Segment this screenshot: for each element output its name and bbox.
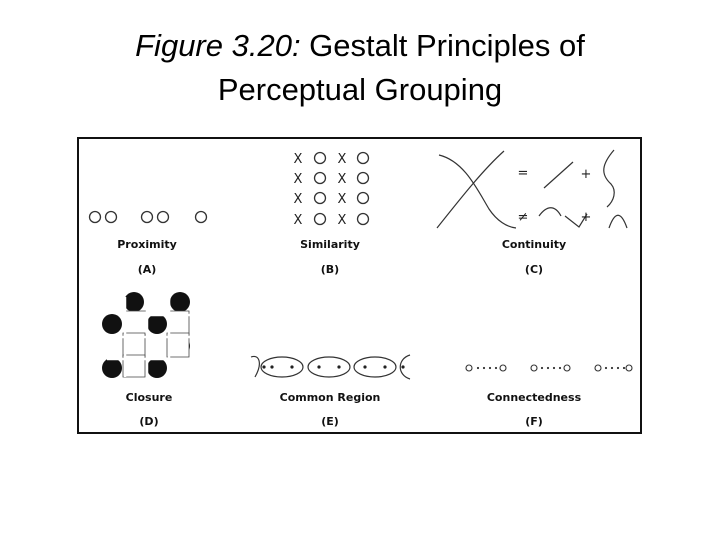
similarity-letter: (B)	[321, 263, 339, 276]
connectedness-illustration	[465, 364, 633, 372]
connectedness-label: Connectedness	[487, 391, 582, 404]
title-line-2: Perceptual Grouping	[217, 72, 503, 107]
closure-letter: (D)	[139, 415, 158, 428]
similarity-x-mark: X	[338, 172, 347, 187]
similarity-illustration: X X X X X X X X	[294, 151, 370, 228]
proximity-illustration	[88, 210, 208, 224]
plus-sign: +	[581, 167, 592, 182]
closure-label: Closure	[126, 391, 173, 404]
common-region-illustration	[250, 354, 411, 380]
slide-title: Figure 3.20: Gestalt Principles of Perce…	[0, 24, 720, 112]
similarity-x-mark: X	[338, 192, 347, 207]
title-line-1: Figure 3.20: Gestalt Principles of	[0, 24, 720, 68]
similarity-x-mark: X	[338, 213, 347, 228]
similarity-x-mark: X	[338, 152, 347, 167]
continuity-letter: (C)	[525, 263, 543, 276]
common-region-letter: (E)	[321, 415, 339, 428]
connectedness-letter: (F)	[525, 415, 543, 428]
continuity-label: Continuity	[502, 238, 566, 251]
similarity-x-mark: X	[294, 213, 303, 228]
equals-sign: =	[518, 166, 529, 181]
closure-illustration	[102, 292, 191, 378]
proximity-label: Proximity	[117, 238, 177, 251]
continuity-illustration	[436, 149, 628, 229]
similarity-x-mark: X	[294, 172, 303, 187]
proximity-letter: (A)	[138, 263, 157, 276]
plus-sign: +	[581, 210, 592, 225]
figure-panel: Proximity (A) X X X X X X X X Similarity…	[77, 137, 642, 434]
similarity-x-mark: X	[294, 152, 303, 167]
similarity-label: Similarity	[300, 238, 360, 251]
not-equals-sign: ≠	[518, 210, 529, 225]
similarity-x-mark: X	[294, 192, 303, 207]
common-region-label: Common Region	[280, 391, 381, 404]
gestalt-diagram: Proximity (A) X X X X X X X X Similarity…	[88, 149, 633, 428]
title-text: Gestalt Principles of	[300, 28, 585, 63]
figure-number: Figure 3.20:	[135, 28, 301, 63]
